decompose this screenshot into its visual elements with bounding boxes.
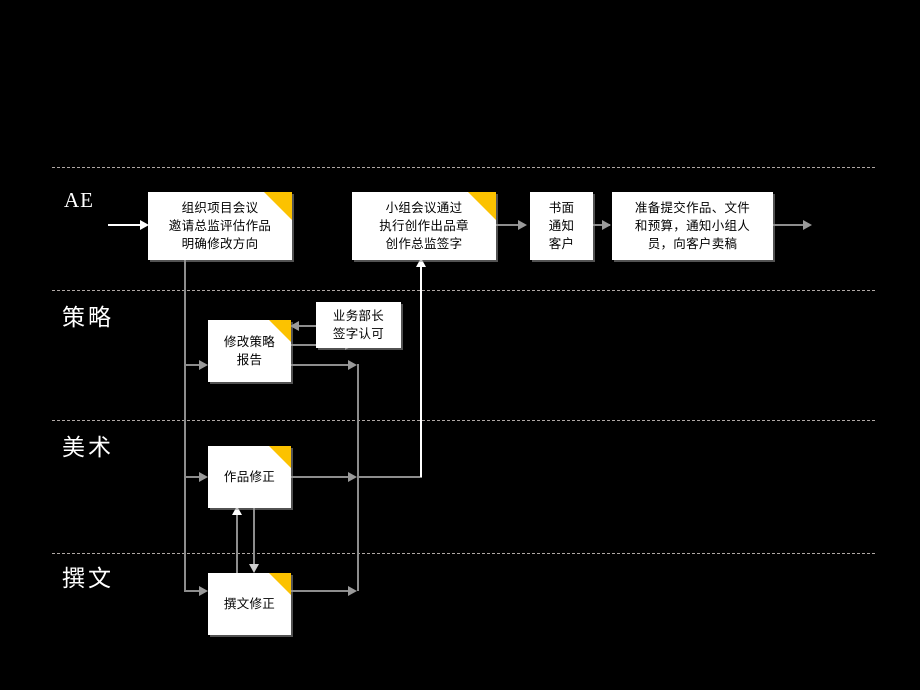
node-ae-prepare-submission-label: 准备提交作品、文件 和预算，通知小组人 员，向客户卖稿: [634, 199, 751, 252]
connector-meishu1-to-zhuanwen1-arrowhead: [249, 564, 259, 573]
node-zhuanwen-copy-revision[interactable]: 撰文修正: [208, 573, 291, 635]
connector-ae3-to-ae4-arrowhead: [602, 220, 611, 230]
lane-separator-celue-meishu: [52, 420, 875, 421]
connector-exit-arrowhead: [803, 220, 812, 230]
lane-label-meishu: 美术: [62, 435, 114, 461]
lane-label-ae: AE: [64, 188, 94, 212]
node-ae-organize-meeting[interactable]: 组织项目会议 邀请总监评估作品 明确修改方向: [148, 192, 292, 260]
connector-meishu1-to-collector-arrowhead: [348, 472, 357, 482]
lane-separator-meishu-zhuanwen: [52, 553, 875, 554]
connector-riser-to-ae2-arrowhead: [416, 258, 426, 267]
connector-entry-arrowhead: [140, 220, 149, 230]
node-ae-prepare-submission[interactable]: 准备提交作品、文件 和预算，通知小组人 员，向客户卖稿: [612, 192, 773, 260]
connector-entry-line: [108, 224, 142, 226]
connector-meishu1-to-zhuanwen1-line: [253, 505, 255, 566]
node-meishu-artwork-revision[interactable]: 作品修正: [208, 446, 291, 508]
node-celue-revise-strategy-report-label: 修改策略 报告: [223, 333, 276, 367]
connector-riser-to-ae2: [420, 266, 422, 477]
node-celue-revise-strategy-report[interactable]: 修改策略 报告: [208, 320, 291, 382]
lane-label-celue: 策略: [62, 305, 114, 331]
connector-collector-to-riser-line: [357, 476, 422, 478]
connector-ae3-to-ae4-line: [593, 224, 610, 226]
connector-celue2-to-celue1-arrowhead: [290, 321, 299, 331]
node-ae-organize-meeting-label: 组织项目会议 邀请总监评估作品 明确修改方向: [168, 199, 272, 252]
connector-zhuanwen1-to-collector-arrowhead: [348, 586, 357, 596]
node-ae-written-notice-label: 书面 通知 客户: [548, 199, 575, 252]
connector-ae1-down-trunk: [184, 259, 186, 591]
lane-separator-top: [52, 167, 875, 168]
node-ae-written-notice[interactable]: 书面 通知 客户: [530, 192, 593, 260]
connector-exit-line: [773, 224, 808, 226]
node-celue-director-signoff-label: 业务部长 签字认可: [332, 307, 385, 341]
node-zhuanwen-copy-revision-label: 撰文修正: [223, 595, 276, 611]
connector-zhuanwen1-to-collector-line: [291, 590, 353, 592]
connector-trunk-to-meishu1-line: [184, 476, 206, 478]
connector-celue1-to-collector-arrowhead: [348, 360, 357, 370]
connector-trunk-to-zhuanwen1-arrowhead: [199, 586, 208, 596]
node-ae-group-meeting-approval-label: 小组会议通过 执行创作出品章 创作总监签字: [379, 199, 469, 252]
node-meishu-artwork-revision-label: 作品修正: [223, 468, 276, 484]
connector-trunk-to-celue1-arrowhead: [199, 360, 208, 370]
lane-separator-ae-celue: [52, 290, 875, 291]
connector-trunk-to-zhuanwen1-line: [184, 590, 206, 592]
node-celue-director-signoff[interactable]: 业务部长 签字认可: [316, 302, 401, 348]
node-ae-group-meeting-approval[interactable]: 小组会议通过 执行创作出品章 创作总监签字: [352, 192, 496, 260]
connector-ae2-to-ae3-arrowhead: [518, 220, 527, 230]
connector-trunk-to-celue1-line: [184, 364, 206, 366]
lane-label-zhuanwen: 撰文: [62, 566, 114, 592]
connector-celue1-to-collector-line: [291, 364, 353, 366]
connector-zhuanwen1-to-meishu1-arrowhead: [232, 506, 242, 515]
connector-ae2-to-ae3-line: [496, 224, 522, 226]
connector-meishu1-to-collector-line: [291, 476, 353, 478]
connector-trunk-to-meishu1-arrowhead: [199, 472, 208, 482]
connector-zhuanwen1-to-meishu1-line: [236, 514, 238, 576]
